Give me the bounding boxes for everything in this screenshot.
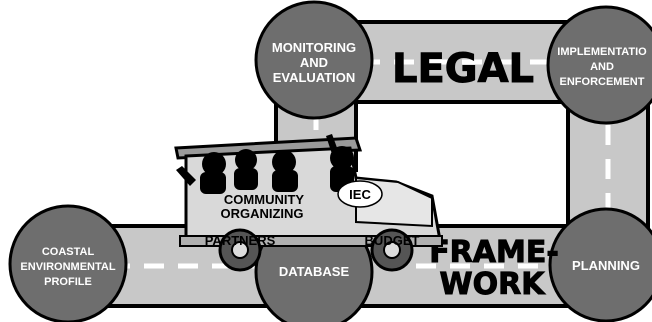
node-database-label: DATABASE <box>279 264 350 279</box>
node-monitoring-line3: EVALUATION <box>273 70 356 85</box>
node-planning: PLANNING <box>548 207 652 322</box>
node-coastal-profile: COASTAL ENVIRONMENTAL PROFILE <box>8 204 128 322</box>
node-planning-label: PLANNING <box>572 258 640 273</box>
node-implementation-line3: ENFORCEMENT <box>560 76 645 88</box>
node-coastal-line2: ENVIRONMENTAL <box>20 261 115 273</box>
node-monitoring: MONITORING AND EVALUATION <box>254 0 374 120</box>
iec-label: IEC <box>349 187 371 202</box>
framework-label-line2: WORK <box>440 267 547 302</box>
node-coastal-line3: PROFILE <box>44 276 92 288</box>
community-organizing-line1: COMMUNITY <box>224 192 304 207</box>
node-coastal-line1: COASTAL <box>42 246 95 258</box>
node-monitoring-line1: MONITORING <box>272 40 356 55</box>
node-implementation-line1: IMPLEMENTATIO <box>557 46 647 58</box>
node-implementation-line2: AND <box>590 61 614 73</box>
node-implementation: IMPLEMENTATIO AND ENFORCEMENT <box>546 5 652 125</box>
community-organizing-line2: ORGANIZING <box>220 206 303 221</box>
budget-label: BUDGET <box>365 233 420 248</box>
node-monitoring-line2: AND <box>300 55 328 70</box>
vehicle-bumper <box>179 235 443 247</box>
framework-label-line1: FRAME- <box>429 235 559 270</box>
legal-label: LEGAL <box>392 46 534 92</box>
partners-label: PARTNERS <box>205 233 276 248</box>
vehicle: COMMUNITY ORGANIZING IEC PARTNERS BUDGET <box>174 134 443 272</box>
